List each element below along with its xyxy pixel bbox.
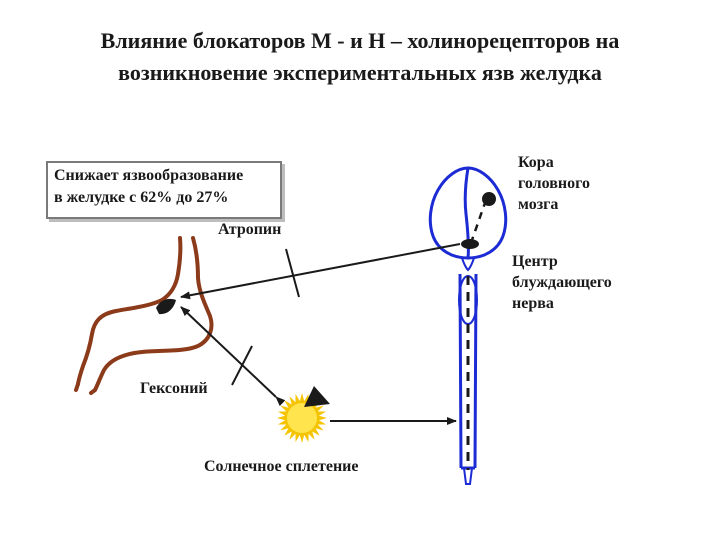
brain-outline bbox=[428, 166, 508, 272]
ganglion-triangle bbox=[304, 386, 330, 407]
title-line-1: Влияние блокаторов М - и Н – холинорецеп… bbox=[100, 28, 620, 53]
hexonium-block-mark bbox=[231, 345, 253, 386]
title-line-2: возникновение экспериментальных язв желу… bbox=[118, 60, 602, 85]
label-vagus-line-1: Центр bbox=[512, 253, 558, 270]
effect-note-box: Снижает язвообразование в желудке с 62% … bbox=[46, 161, 282, 219]
label-atropine: Атропин bbox=[218, 221, 282, 238]
cortex-neuron bbox=[482, 192, 496, 206]
vagus-center-neuron bbox=[461, 239, 479, 249]
label-cortex-line-1: Кора bbox=[518, 154, 554, 171]
effect-note-line-1: Снижает язвообразование bbox=[54, 167, 244, 184]
cortex-pathway-dashed bbox=[470, 199, 488, 241]
vagus-to-stomach-arrow bbox=[180, 243, 461, 300]
label-vagus-center: Центр блуждающего нерва bbox=[512, 251, 612, 314]
atropine-block-mark bbox=[285, 248, 300, 298]
label-cortex-line-3: мозга bbox=[518, 196, 559, 213]
solar-plexus-core bbox=[287, 403, 317, 433]
label-solar-plexus: Солнечное сплетение bbox=[204, 458, 359, 475]
label-vagus-line-3: нерва bbox=[512, 295, 554, 312]
plexus-to-stomach-arrow bbox=[180, 306, 286, 407]
effect-note-line-2: в желудке с 62% до 27% bbox=[54, 189, 229, 206]
label-cortex: Кора головного мозга bbox=[518, 152, 590, 215]
label-hexonium: Гексоний bbox=[140, 380, 208, 397]
label-cortex-line-2: головного bbox=[518, 175, 590, 192]
label-vagus-line-2: блуждающего bbox=[512, 274, 612, 291]
ulcer-mark bbox=[156, 298, 176, 315]
